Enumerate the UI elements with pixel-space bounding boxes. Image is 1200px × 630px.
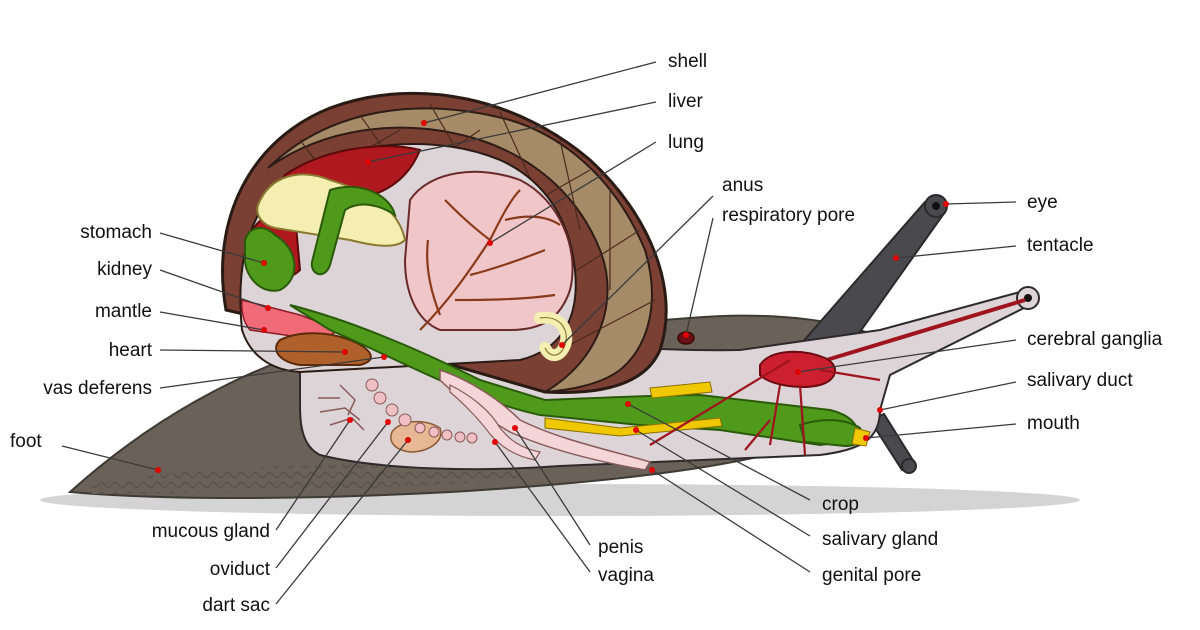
dot-respiratory-pore <box>683 332 689 338</box>
leader-dart-sac <box>275 439 409 605</box>
dot-genital-pore <box>649 467 655 473</box>
dot-mucous-gland <box>347 417 353 423</box>
label-cerebral-ganglia: cerebral ganglia <box>1027 329 1163 350</box>
dot-foot <box>155 467 161 473</box>
leader-tentacle <box>895 245 1017 259</box>
dot-vas-deferens <box>381 354 387 360</box>
nerve-cords <box>649 359 881 456</box>
buccal-mass <box>798 419 863 448</box>
label-dart-sac: dart sac <box>202 595 270 616</box>
head-tentacle-eye <box>1024 294 1032 302</box>
stomach-organ <box>244 227 296 292</box>
leader-crop <box>627 403 811 501</box>
leader-lung <box>489 141 657 244</box>
leader-respiratory-pore <box>685 217 714 336</box>
leader-shell <box>423 61 657 124</box>
dot-dart-sac <box>405 437 411 443</box>
labels: shell liver lung anus respiratory pore e… <box>10 51 1163 616</box>
label-oviduct: oviduct <box>210 559 271 580</box>
label-crop: crop <box>822 494 859 515</box>
label-kidney: kidney <box>97 259 152 280</box>
label-tentacle: tentacle <box>1027 235 1094 256</box>
label-salivary-duct: salivary duct <box>1027 370 1133 391</box>
upper-eye <box>932 202 940 210</box>
leader-liver <box>367 101 657 163</box>
dot-mouth <box>863 435 869 441</box>
dart-sac-organ <box>390 420 442 453</box>
label-vagina: vagina <box>598 565 654 586</box>
label-mucous-gland: mucous gland <box>152 521 270 542</box>
leader-vagina <box>494 441 591 573</box>
label-eye: eye <box>1027 192 1058 213</box>
label-stomach: stomach <box>80 222 152 243</box>
label-heart: heart <box>109 340 153 361</box>
leader-foot <box>61 445 159 471</box>
foot-sole-texture <box>92 460 520 494</box>
leader-mucous-gland <box>275 419 351 531</box>
dot-kidney <box>265 305 271 311</box>
heart-organ <box>275 332 372 366</box>
label-foot: foot <box>10 431 42 452</box>
leader-eye <box>945 201 1017 205</box>
leader-salivary-duct <box>879 381 1017 411</box>
leader-kidney <box>159 269 269 309</box>
label-penis: penis <box>598 537 643 558</box>
dot-eye <box>943 201 949 207</box>
lower-tentacle-tip <box>901 458 917 474</box>
label-mouth: mouth <box>1027 413 1080 434</box>
lung-organ <box>403 170 574 331</box>
leader-mantle <box>159 311 265 331</box>
leader-anus <box>561 195 714 346</box>
leader-lines <box>61 61 1017 605</box>
leader-mouth <box>865 423 1017 439</box>
salivary-gland-lower <box>544 417 723 437</box>
dot-liver <box>365 159 371 165</box>
dot-heart <box>342 349 348 355</box>
dot-mantle <box>261 327 267 333</box>
dot-anus <box>559 342 565 348</box>
dot-oviduct <box>385 419 391 425</box>
label-vas-deferens: vas deferens <box>43 378 152 399</box>
label-respiratory-pore: respiratory pore <box>722 205 855 226</box>
intestine-loop <box>310 185 397 276</box>
mouth-opening <box>851 427 871 447</box>
leader-salivary-gland <box>635 429 811 537</box>
salivary-gland-upper <box>649 381 713 399</box>
label-liver: liver <box>668 91 704 112</box>
dot-salivary-gland <box>633 427 639 433</box>
vagina-organ <box>449 384 541 461</box>
label-anus: anus <box>722 175 763 196</box>
dot-tentacle <box>893 255 899 261</box>
leader-genital-pore <box>651 469 811 573</box>
label-mantle: mantle <box>95 301 152 322</box>
leader-vas-deferens <box>159 356 385 389</box>
leader-stomach <box>159 232 265 264</box>
dot-shell <box>421 120 427 126</box>
label-salivary-gland: salivary gland <box>822 529 938 550</box>
dot-lung <box>487 240 493 246</box>
leader-oviduct <box>275 421 389 569</box>
label-lung: lung <box>668 132 704 153</box>
leader-heart <box>159 349 346 353</box>
leader-cerebral-ganglia <box>797 339 1017 373</box>
leader-penis <box>514 427 591 546</box>
dot-stomach <box>261 260 267 266</box>
oviduct-beads <box>365 378 478 444</box>
dot-crop <box>625 401 631 407</box>
dot-penis <box>512 425 518 431</box>
dot-cerebral-ganglia <box>795 369 801 375</box>
dot-vagina <box>492 439 498 445</box>
shell-band <box>267 107 653 393</box>
dot-salivary-duct <box>877 407 883 413</box>
label-genital-pore: genital pore <box>822 565 921 586</box>
marker-dots <box>155 120 949 473</box>
label-shell: shell <box>668 51 707 72</box>
optic-nerve <box>809 298 1026 367</box>
